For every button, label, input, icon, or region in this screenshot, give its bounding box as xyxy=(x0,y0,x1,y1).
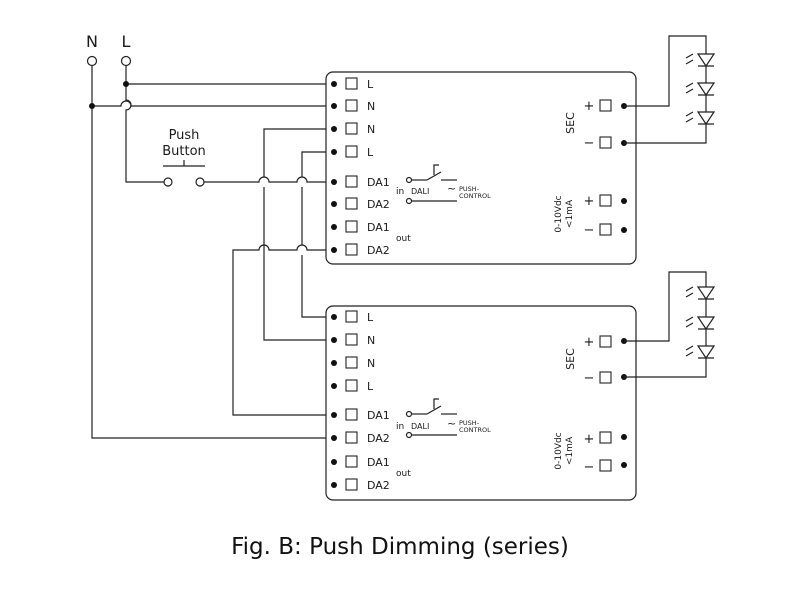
svg-text:CONTROL: CONTROL xyxy=(459,426,491,434)
svg-text:~: ~ xyxy=(447,182,456,195)
minus-sign: − xyxy=(584,136,595,151)
svg-text:DA1: DA1 xyxy=(367,456,390,469)
out-label: out xyxy=(396,469,411,479)
svg-text:N: N xyxy=(367,357,375,370)
terminal-row: DA2 xyxy=(331,197,390,211)
driver-bottom: L N N L DA1 DA2 DA1 DA2 out in DALI ~ PU… xyxy=(325,305,637,501)
svg-text:DALI: DALI xyxy=(411,187,429,196)
terminal-row: DA2 xyxy=(331,431,390,445)
out-label: out xyxy=(396,234,411,244)
terminal-row: DA1 xyxy=(331,220,390,234)
terminal-row: DA2 xyxy=(331,478,390,492)
svg-text:DA2: DA2 xyxy=(367,244,390,257)
wire-l-supply xyxy=(125,66,334,85)
svg-text:in: in xyxy=(396,187,404,197)
terminal-row: L xyxy=(331,310,374,324)
wire-da2-to-da1 xyxy=(232,244,334,416)
terminal-row: N xyxy=(331,99,375,113)
svg-text:DA2: DA2 xyxy=(367,432,390,445)
led-icon xyxy=(685,53,716,68)
svg-text:DA1: DA1 xyxy=(367,409,390,422)
dim-label-2: <1mA xyxy=(565,199,575,228)
terminal-row: L xyxy=(331,379,374,393)
terminal-row: DA1 xyxy=(331,175,390,189)
supply-l-label: L xyxy=(122,32,131,51)
svg-text:L: L xyxy=(367,78,374,91)
dim-label-1: 0-10Vdc xyxy=(554,432,564,469)
led-icon xyxy=(685,345,716,360)
terminal-row: DA1 xyxy=(331,455,390,469)
junction-dot xyxy=(89,103,95,109)
svg-text:L: L xyxy=(367,311,374,324)
figure-caption: Fig. B: Push Dimming (series) xyxy=(231,534,569,560)
plus-sign: + xyxy=(584,335,595,350)
svg-text:PUSH-: PUSH- xyxy=(459,185,480,193)
svg-text:DA1: DA1 xyxy=(367,221,390,234)
sec-label: SEC xyxy=(564,348,577,370)
wire-n-supply xyxy=(91,66,334,107)
svg-text:~: ~ xyxy=(447,417,456,430)
supply-n-terminal xyxy=(86,55,98,67)
terminal-row: N xyxy=(331,333,375,347)
push-button-contact xyxy=(163,177,173,187)
svg-text:L: L xyxy=(367,146,374,159)
driver-housing xyxy=(325,305,637,501)
terminal-row: N xyxy=(331,122,375,136)
svg-text:in: in xyxy=(396,422,404,432)
terminal-row: L xyxy=(331,145,374,159)
terminal-row: DA2 xyxy=(331,243,390,257)
svg-text:N: N xyxy=(367,334,375,347)
dali-push-switch: in DALI ~ PUSH- CONTROL xyxy=(396,164,491,205)
wire-n-to-da2-bottom xyxy=(91,106,334,439)
wire-n-loop xyxy=(263,128,334,341)
terminal-row: N xyxy=(331,356,375,370)
push-button-label-2: Button xyxy=(162,144,206,159)
junction-dot xyxy=(123,81,129,87)
plus-sign: + xyxy=(584,99,595,114)
minus-sign: − xyxy=(584,223,595,238)
push-button-label-1: Push xyxy=(169,128,200,143)
plus-sign: + xyxy=(584,194,595,209)
supply-n-label: N xyxy=(86,32,98,51)
svg-text:N: N xyxy=(367,100,375,113)
svg-text:DA2: DA2 xyxy=(367,479,390,492)
terminal-row: L xyxy=(331,77,374,91)
sec-label: SEC xyxy=(564,112,577,134)
push-button-contact xyxy=(195,177,205,187)
svg-text:L: L xyxy=(367,380,374,393)
wire-l-to-button xyxy=(125,84,164,183)
terminal-row: DA1 xyxy=(331,408,390,422)
led-string-wire-top xyxy=(624,35,707,144)
dali-push-switch: in DALI ~ PUSH- CONTROL xyxy=(396,398,491,439)
driver-housing xyxy=(325,71,637,265)
wire-l-loop xyxy=(301,151,334,318)
svg-text:DA2: DA2 xyxy=(367,198,390,211)
led-icon xyxy=(685,286,716,301)
supply-l-terminal xyxy=(120,55,132,67)
svg-text:DA1: DA1 xyxy=(367,176,390,189)
svg-text:N: N xyxy=(367,123,375,136)
dim-label-1: 0-10Vdc xyxy=(554,195,564,232)
minus-sign: − xyxy=(584,460,595,475)
driver-top: L N N L DA1 DA2 DA1 DA2 out in DALI ~ PU… xyxy=(325,71,637,265)
wire-button-to-da1 xyxy=(204,176,334,183)
svg-text:DALI: DALI xyxy=(411,422,429,431)
led-icon xyxy=(685,111,716,126)
led-icon xyxy=(685,316,716,331)
led-string-wire-bottom xyxy=(624,271,707,378)
svg-text:CONTROL: CONTROL xyxy=(459,192,491,200)
svg-text:PUSH-: PUSH- xyxy=(459,419,480,427)
wiring xyxy=(91,66,334,439)
dim-label-2: <1mA xyxy=(565,436,575,465)
led-icon xyxy=(685,82,716,97)
minus-sign: − xyxy=(584,371,595,386)
plus-sign: + xyxy=(584,432,595,447)
